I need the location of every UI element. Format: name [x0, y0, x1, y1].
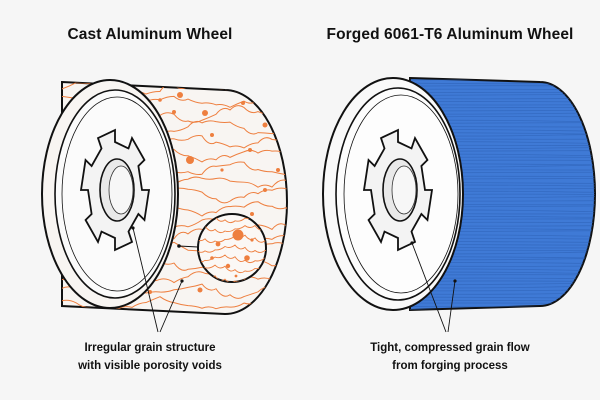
forged-wheel [322, 76, 596, 333]
forged-grain-streak [410, 289, 595, 292]
forged-caption-line-1: Tight, compressed grain flow [370, 342, 530, 354]
forged-grain-streak [410, 88, 595, 91]
forged-leader-2 [447, 280, 456, 333]
grain-line [62, 283, 287, 299]
cast-wheel [33, 79, 288, 333]
forged-grain-streak [410, 299, 595, 302]
forged-wheel-rim-lip [343, 94, 459, 294]
forged-caption-line-2: from forging process [392, 360, 508, 372]
porosity-void [210, 133, 214, 137]
magnified-grain-line [198, 254, 266, 264]
porosity-void [197, 287, 203, 293]
magnifier-leader [178, 245, 199, 248]
porosity-void [158, 98, 162, 102]
forged-grain-streak [410, 277, 595, 280]
forged-grain-streak [410, 110, 595, 112]
forged-wheel-caption: Tight, compressed grain flow from forgin… [335, 339, 565, 375]
forged-grain-streak [410, 280, 595, 283]
forged-grain-streak [410, 296, 595, 299]
porosity-void [248, 148, 252, 152]
cast-porosity-voids [33, 92, 280, 294]
cast-leader-1 [132, 227, 159, 333]
porosity-void [250, 212, 254, 216]
porosity-void [177, 92, 183, 98]
forged-grain-streak [410, 282, 595, 286]
porosity-void [241, 101, 245, 105]
forged-grain-streak [410, 106, 595, 109]
forged-wheel-hub-inner-bore [391, 165, 417, 215]
porosity-void [172, 110, 176, 114]
forged-grain-streak [410, 85, 595, 87]
porosity-void [186, 156, 194, 164]
porosity-void [33, 177, 39, 183]
magnified-grain-line [198, 244, 266, 253]
porosity-void [262, 122, 268, 128]
forged-grain-streak [410, 285, 595, 289]
cast-leader-2 [159, 280, 183, 333]
cast-wheel-rim-lip [61, 96, 173, 292]
porosity-void [202, 110, 208, 116]
cast-wheel-caption: Irregular grain structure with visible p… [45, 339, 255, 375]
cast-caption-line-2: with visible porosity voids [78, 360, 222, 372]
forged-leader-1 [411, 242, 447, 333]
porosity-void [39, 237, 45, 243]
forged-grain-streak [410, 101, 595, 103]
porosity-void [220, 168, 224, 172]
cast-wheel-hub-inner-bore [108, 165, 134, 215]
forged-grain-streak [410, 94, 595, 96]
porosity-void [53, 266, 57, 270]
forged-grain-streak [410, 292, 595, 295]
porosity-void [263, 188, 267, 192]
forged-grain-streak [410, 97, 595, 100]
magnifier-point [177, 244, 181, 248]
forged-wheel-title: Forged 6061-T6 Aluminum Wheel [326, 26, 574, 43]
cast-wheel-title: Cast Aluminum Wheel [67, 26, 233, 43]
cast-caption-line-1: Irregular grain structure [84, 342, 216, 354]
porosity-void [276, 168, 280, 172]
magnified-pores [210, 229, 254, 278]
